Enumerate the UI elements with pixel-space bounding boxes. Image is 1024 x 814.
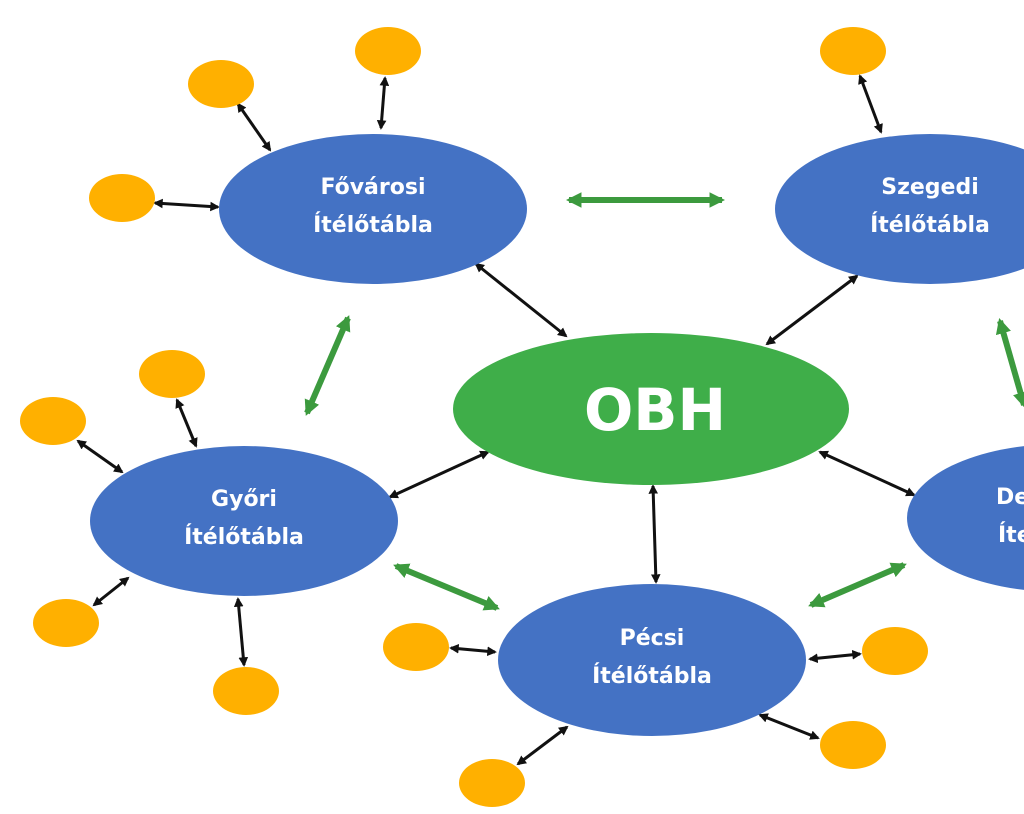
arrow-szegedi-sat1 — [858, 74, 883, 134]
court-label-line2: Íte — [998, 522, 1024, 548]
court-node-pecsi: Pécsi Ítélőtábla — [498, 584, 806, 736]
arrow-obh-debreceni — [818, 450, 916, 497]
arrow-pecsi-debreceni — [808, 562, 907, 608]
arrow-fovarosi-gyori — [304, 315, 351, 416]
court-label-line1: Fővárosi — [320, 175, 425, 200]
arrow-obh-szegedi — [765, 274, 859, 346]
satellite-node — [383, 623, 449, 671]
satellite-node — [820, 27, 886, 75]
arrow-pecsi-sat1 — [449, 643, 497, 657]
court-node-gyori: Győri Ítélőtábla — [90, 446, 398, 596]
arrow-pecsi-sat4 — [758, 713, 820, 740]
court-ellipse — [498, 584, 806, 736]
satellite-node — [20, 397, 86, 445]
court-label-line1: De — [996, 485, 1024, 510]
court-label-line1: Győri — [211, 487, 277, 512]
court-node-fovarosi: Fővárosi Ítélőtábla — [219, 134, 527, 284]
arrow-pecsi-sat2 — [516, 725, 569, 766]
court-ellipse — [775, 134, 1024, 284]
court-ellipse — [90, 446, 398, 596]
satellite-node — [820, 721, 886, 769]
center-arrows — [388, 262, 916, 584]
satellite-node — [188, 60, 254, 108]
satellite-node — [213, 667, 279, 715]
court-label-line1: Pécsi — [620, 626, 685, 651]
arrow-obh-pecsi — [648, 484, 661, 584]
court-label-line1: Szegedi — [881, 175, 979, 200]
court-label-line2: Ítélőtábla — [870, 212, 990, 238]
arrow-gyori-sat3 — [92, 576, 130, 607]
court-label-line2: Ítélőtábla — [184, 524, 304, 550]
satellite-arrows — [76, 74, 883, 766]
arrow-fovarosi-sat1 — [236, 102, 272, 152]
satellite-node — [89, 174, 155, 222]
arrow-obh-fovarosi — [474, 262, 568, 338]
arrow-gyori-pecsi — [393, 563, 500, 611]
center-label: OBH — [584, 376, 726, 444]
arrow-gyori-sat1 — [76, 439, 124, 474]
court-link-arrows — [304, 192, 1024, 611]
arrow-gyori-sat2 — [175, 398, 198, 448]
court-label-line2: Ítélőtábla — [313, 212, 433, 238]
center-node-obh: OBH — [453, 333, 849, 485]
satellite-node — [355, 27, 421, 75]
satellite-node — [862, 627, 928, 675]
center-ellipse — [453, 333, 849, 485]
arrow-gyori-sat4 — [233, 597, 249, 667]
satellite-node — [139, 350, 205, 398]
arrow-fovarosi-sat2 — [376, 76, 390, 130]
arrow-fovarosi-sat3 — [153, 198, 220, 212]
court-label-line2: Ítélőtábla — [592, 663, 712, 689]
court-node-szegedi: Szegedi Ítélőtábla — [775, 134, 1024, 284]
court-node-debreceni: De Íte — [907, 446, 1024, 590]
satellite-nodes — [20, 27, 928, 807]
satellite-node — [33, 599, 99, 647]
satellite-node — [459, 759, 525, 807]
court-ellipse — [219, 134, 527, 284]
court-ellipse — [907, 446, 1024, 590]
arrow-obh-gyori — [388, 450, 490, 499]
arrow-szegedi-debreceni — [995, 318, 1024, 408]
arrow-pecsi-sat3 — [808, 649, 862, 664]
